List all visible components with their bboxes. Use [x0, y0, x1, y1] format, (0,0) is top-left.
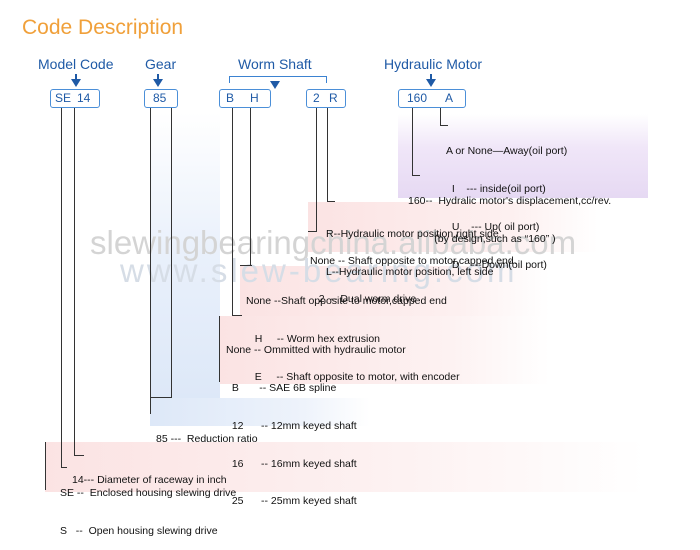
port-direction-description: A or None—Away(oil port) I --- inside(oi… — [446, 120, 567, 284]
connector-line — [250, 108, 251, 266]
region-motor — [398, 114, 648, 198]
arrow-stem-motor — [430, 74, 432, 80]
port-direction-line: U --- Up( oil port) — [446, 220, 540, 233]
worm-shaft-dual-code: 2 — [313, 91, 320, 105]
model-code-series: SE — [55, 91, 72, 105]
reduction-description: 85 --- Reduction ratio — [156, 408, 258, 458]
connector-line — [412, 175, 420, 176]
connector-line — [61, 108, 62, 468]
shaft-end-description: None --Shaft opposite to motor,capped en… — [246, 270, 460, 396]
connector-line — [61, 467, 67, 468]
worm-shaft-left-box: B H — [219, 89, 271, 108]
arrow-stem-gear — [157, 74, 159, 80]
spline-line: 12 -- 12mm keyed shaft — [226, 419, 357, 432]
gear-ratio-value: 85 — [153, 91, 167, 105]
spline-line: None -- Ommitted with hydraulic motor — [226, 344, 406, 357]
raceway-line: 14--- Diameter of raceway in inch — [72, 474, 227, 487]
housing-description: SE -- Enclosed housing slewing drive S -… — [60, 462, 236, 550]
displacement-line: 160-- Hydralic motor's displacement,cc/r… — [408, 195, 612, 208]
reduction-line: 85 --- Reduction ratio — [156, 433, 258, 446]
header-model-code: Model Code — [38, 56, 114, 72]
dual-worm-line: None -- Shaft opposite to motor,capped e… — [310, 255, 517, 268]
port-direction-line: A or None—Away(oil port) — [446, 145, 568, 158]
motor-position-line: L--Hydraulic motor position, left side — [326, 265, 494, 278]
worm-shaft-end-code: H — [250, 91, 259, 105]
connector-line — [74, 108, 75, 456]
header-gear: Gear — [145, 56, 177, 72]
motor-port-code: A — [445, 91, 454, 105]
connector-line — [412, 108, 413, 176]
gear-box: 85 — [144, 89, 178, 108]
connector-line — [327, 201, 335, 202]
dual-worm-description: None -- Shaft opposite to motor,capped e… — [310, 230, 517, 318]
housing-line: S -- Open housing slewing drive — [60, 524, 218, 537]
connector-line — [219, 316, 220, 382]
connector-line — [316, 108, 317, 232]
connector-line — [150, 397, 172, 398]
region-housing — [45, 442, 645, 492]
motor-position-line: R--Hydraulic motor position,right side — [326, 228, 499, 241]
region-shaft-end — [240, 266, 550, 316]
arrow-down-icon — [426, 79, 436, 87]
worm-shaft-position-code: R — [329, 91, 338, 105]
connector-line — [327, 108, 328, 202]
hydraulic-motor-box: 160 A — [398, 89, 466, 108]
port-direction-line: D ---Down(oil port) — [446, 258, 547, 271]
region-reduction — [150, 398, 370, 426]
watermark-website: www.slew-bearing.com — [120, 252, 518, 289]
raceway-description: 14--- Diameter of raceway in inch — [72, 449, 227, 499]
motor-displacement-code: 160 — [407, 91, 428, 105]
region-spline — [220, 316, 550, 384]
model-code-size: 14 — [77, 91, 91, 105]
connector-line — [440, 125, 448, 126]
spline-line: 16 -- 16mm keyed shaft — [226, 457, 357, 470]
spline-line: B -- SAE 6B spline — [226, 381, 337, 394]
model-code-box: SE 14 — [50, 89, 100, 108]
connector-line — [150, 108, 151, 414]
region-gear-column — [150, 112, 220, 398]
header-worm-shaft: Worm Shaft — [238, 56, 312, 72]
connector-line — [171, 108, 172, 398]
connector-line — [45, 442, 46, 490]
shaft-end-line: E -- Shaft opposite to motor, with encod… — [246, 370, 460, 383]
arrow-stem-model — [75, 74, 77, 80]
connector-line — [74, 455, 84, 456]
motor-position-description: R--Hydraulic motor position,right side L… — [326, 203, 499, 291]
displacement-description: 160-- Hydralic motor's displacement,cc/r… — [408, 170, 611, 258]
shaft-end-line: H -- Worm hex extrusion — [246, 332, 381, 345]
spline-line: 25 -- 25mm keyed shaft — [226, 495, 357, 508]
worm-shaft-bracket — [229, 76, 327, 83]
port-direction-line: I --- inside(oil port) — [446, 182, 546, 195]
header-hydraulic-motor: Hydraulic Motor — [384, 56, 483, 72]
connector-line — [308, 231, 317, 232]
displacement-line: (by design,such as “160” ) — [408, 232, 556, 245]
arrow-down-icon — [270, 81, 280, 89]
connector-line — [232, 108, 233, 316]
worm-shaft-spline-code: B — [226, 91, 235, 105]
arrow-down-icon — [153, 79, 163, 87]
housing-line: SE -- Enclosed housing slewing drive — [60, 487, 237, 500]
dual-worm-line: 2 -- Dual worm drive — [310, 292, 417, 305]
arrow-down-icon — [71, 79, 81, 87]
connector-line — [240, 265, 252, 266]
page-title: Code Description — [22, 16, 184, 39]
shaft-end-line: None --Shaft opposite to motor,capped en… — [246, 295, 447, 308]
connector-line — [440, 108, 441, 126]
worm-shaft-right-box: 2 R — [306, 89, 346, 108]
region-motor-position — [308, 202, 598, 252]
connector-line — [232, 315, 242, 316]
